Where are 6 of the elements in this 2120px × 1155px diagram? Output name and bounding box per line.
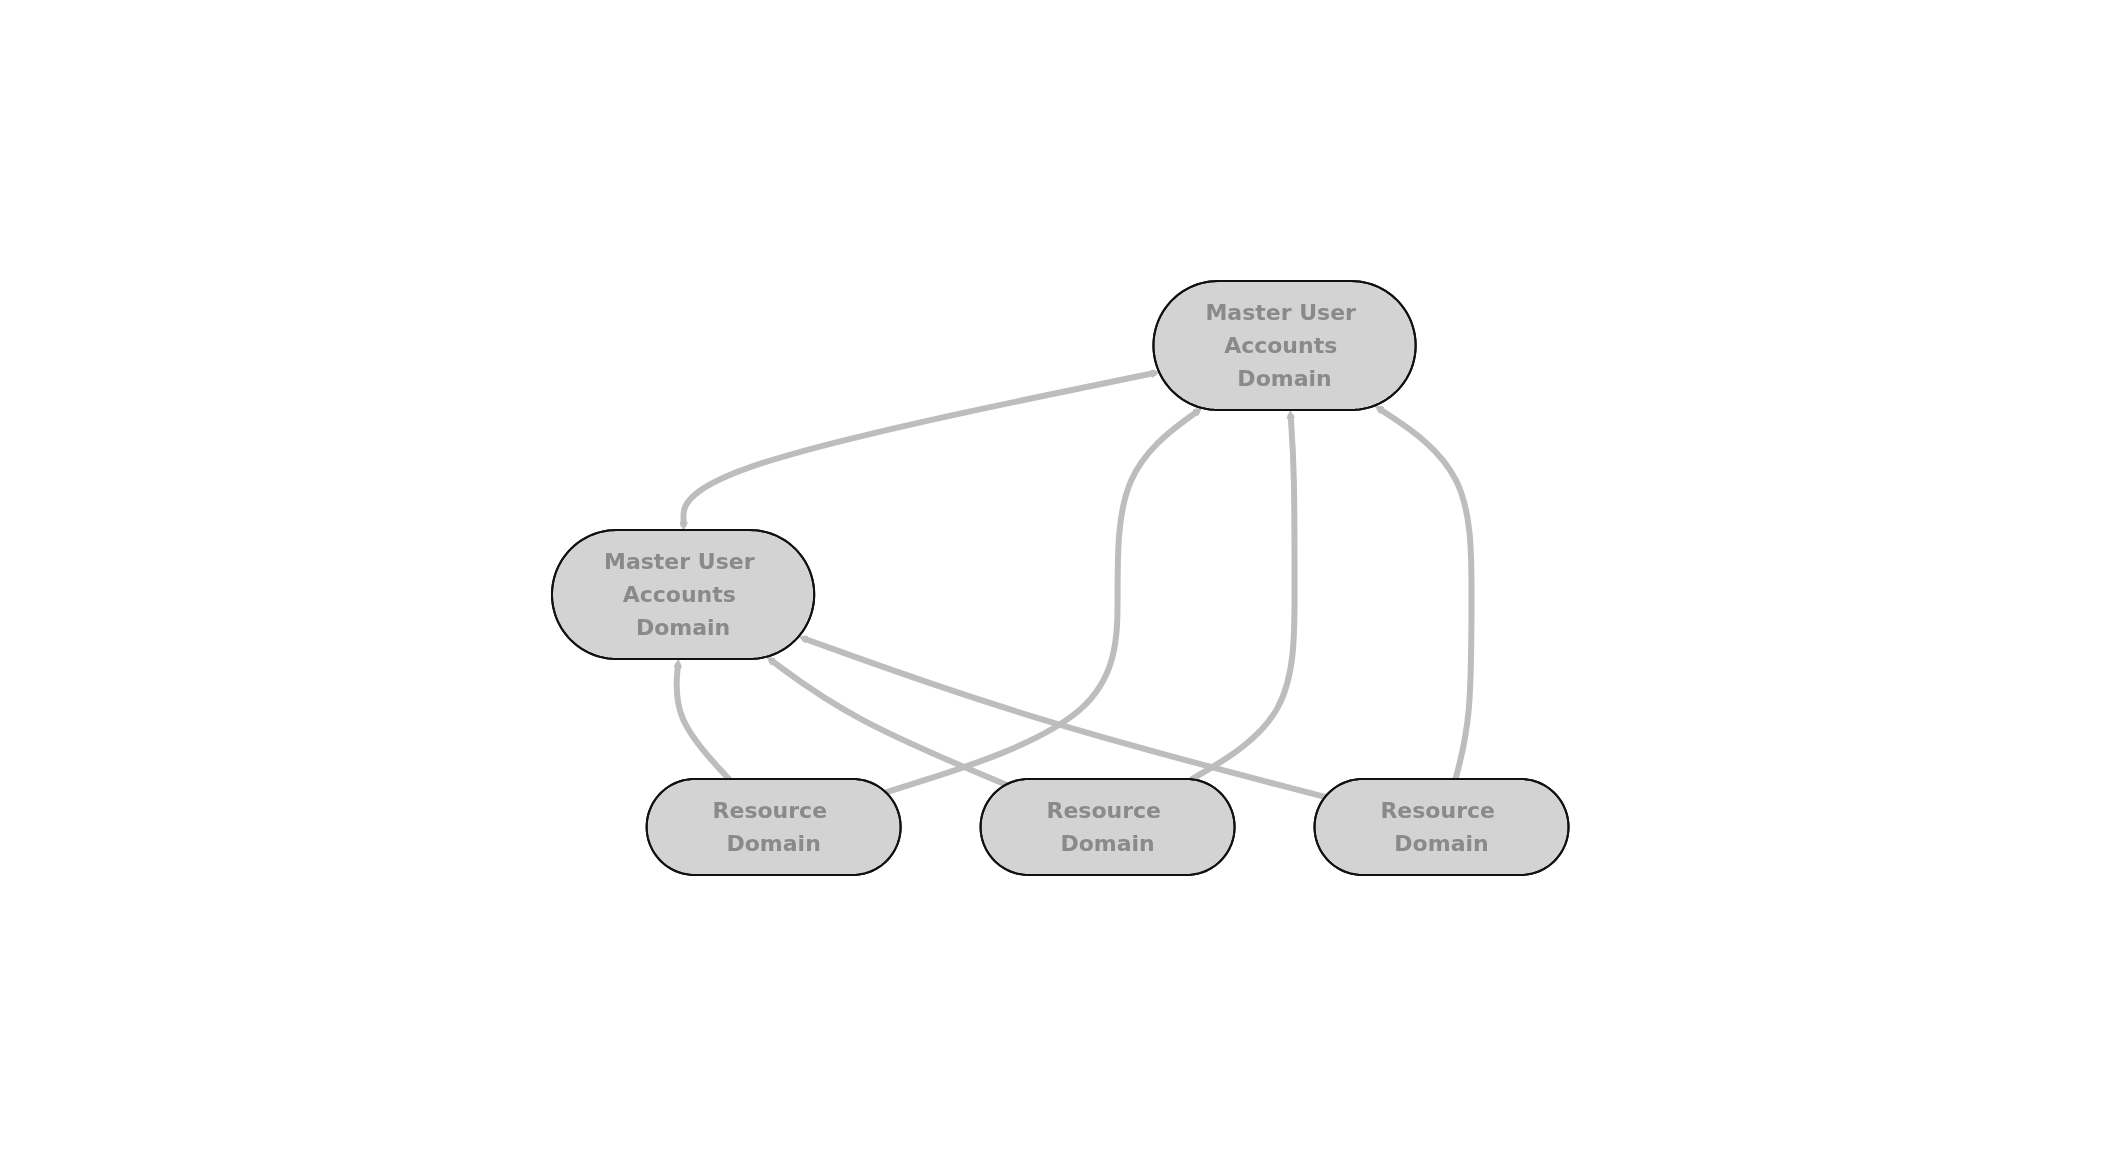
arrow: [798, 634, 1327, 800]
arrow: [678, 368, 1160, 530]
arrow: [1374, 405, 1475, 780]
arrow: [766, 656, 1008, 788]
arrow: [884, 407, 1202, 795]
arrow: [1189, 409, 1298, 782]
